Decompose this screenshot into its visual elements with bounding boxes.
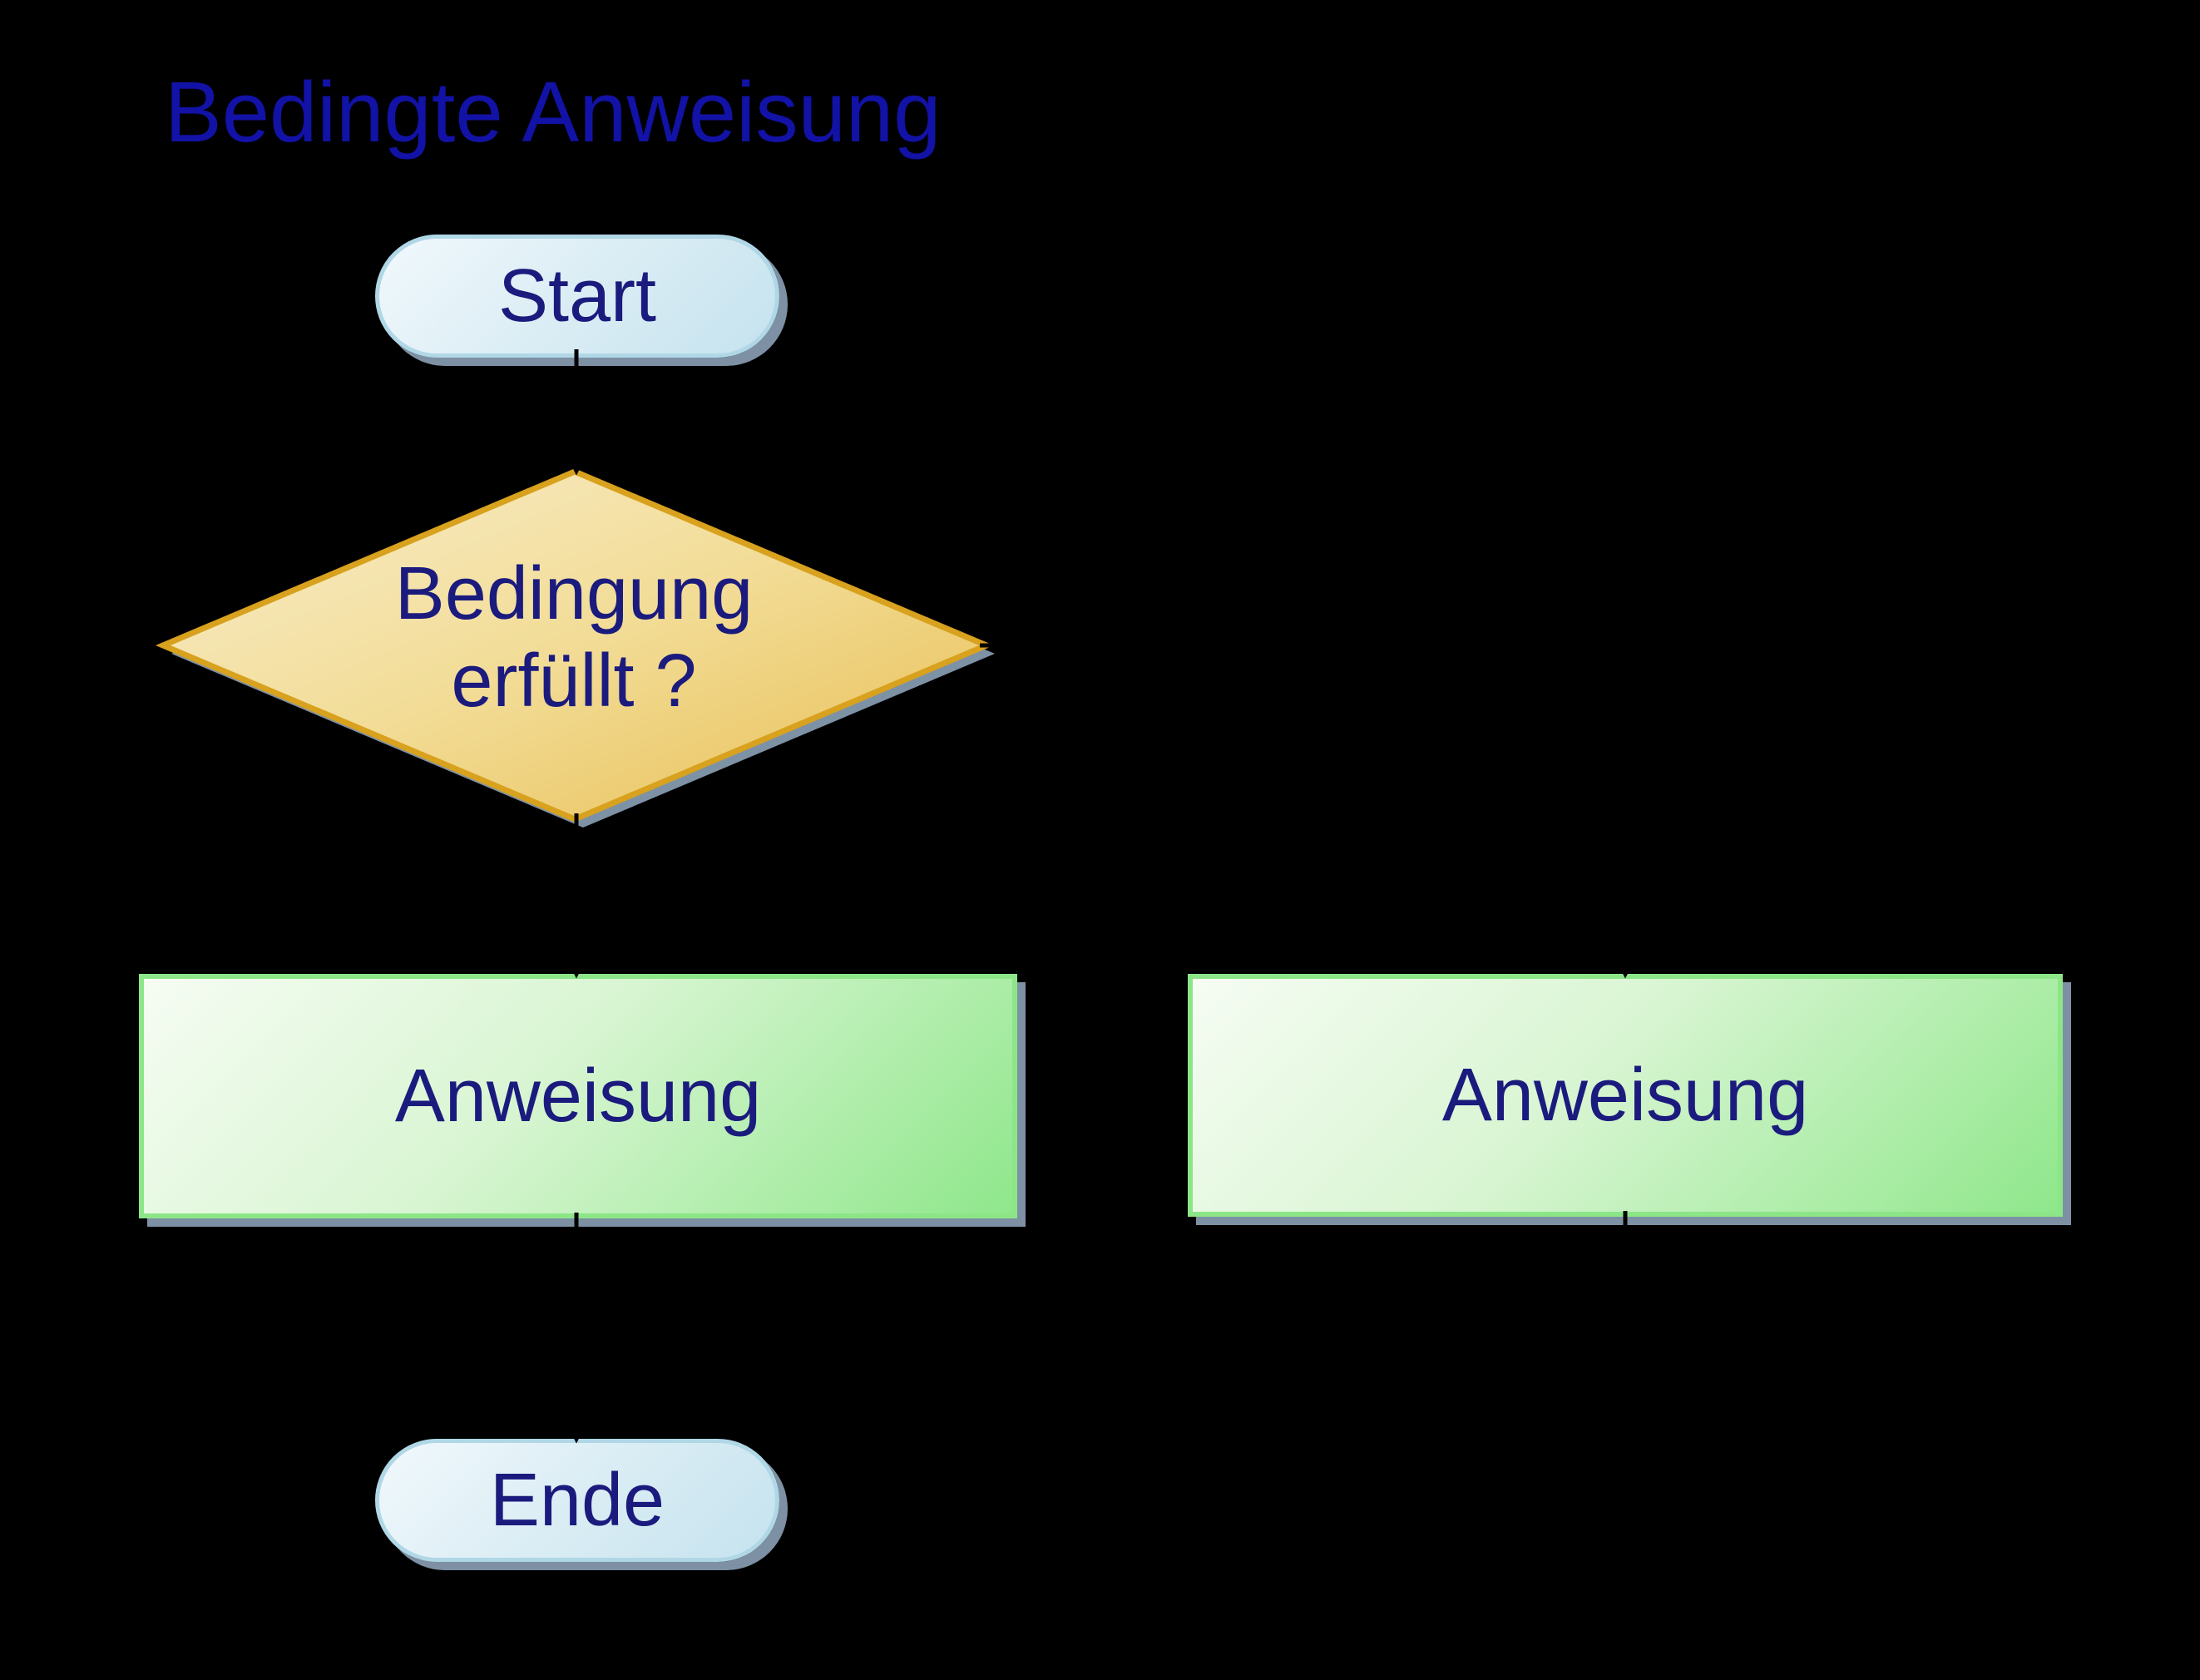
edge-process-right-merge (576, 1211, 1628, 1329)
edge-decision-process-right (980, 643, 1628, 948)
node-process-right: Anweisung (1188, 974, 2063, 1217)
node-process-left: Anweisung (139, 974, 1017, 1218)
node-process-left-label: Anweisung (394, 1054, 762, 1138)
node-decision-label: Bedingung erfüllt ? (394, 552, 754, 724)
node-decision-shape (156, 468, 995, 828)
node-end-label: Ende (489, 1458, 665, 1542)
node-start: Start (375, 235, 779, 358)
node-process-right-label: Anweisung (1441, 1053, 1809, 1137)
arrowhead-process-right (1609, 946, 1642, 979)
node-end: Ende (375, 1439, 779, 1562)
diagram-title: Bedingte Anweisung (165, 64, 942, 160)
arrowhead-end (560, 1411, 593, 1444)
node-start-label: Start (497, 254, 657, 338)
arrowhead-process-left (560, 946, 593, 979)
